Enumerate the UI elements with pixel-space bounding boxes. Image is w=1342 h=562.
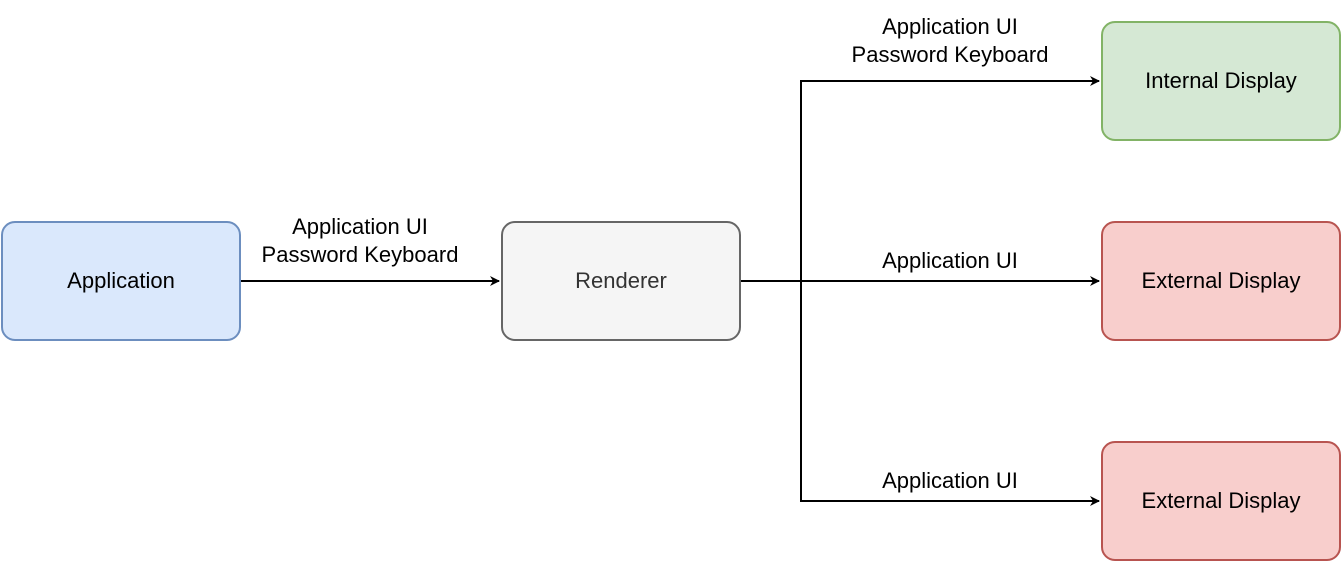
edge-label-app-to-renderer: Application UI Password Keyboard <box>262 213 459 269</box>
edge-label-line: Password Keyboard <box>851 42 1049 67</box>
edge-label-line: Application UI <box>882 248 1018 273</box>
node-external-display-2[interactable]: External Display <box>1101 441 1341 561</box>
node-renderer[interactable]: Renderer <box>501 221 741 341</box>
edge-label-line: Application UI <box>882 468 1018 493</box>
edge-label-line: Password Keyboard <box>261 242 459 267</box>
node-internal-display-label: Internal Display <box>1145 68 1297 93</box>
edge-renderer-to-external-2 <box>800 281 1100 506</box>
node-renderer-label: Renderer <box>575 268 667 293</box>
node-external-display-1[interactable]: External Display <box>1101 221 1341 341</box>
edge-label-renderer-to-external-1: Application UI <box>882 247 1018 275</box>
edge-label-line: Application UI <box>292 214 428 239</box>
node-application[interactable]: Application <box>1 221 241 341</box>
edge-label-renderer-to-external-2: Application UI <box>882 467 1018 495</box>
node-external-display-1-label: External Display <box>1141 268 1301 293</box>
node-external-display-2-label: External Display <box>1141 488 1301 513</box>
node-internal-display[interactable]: Internal Display <box>1101 21 1341 141</box>
edge-label-line: Application UI <box>882 14 1018 39</box>
node-application-label: Application <box>67 268 175 293</box>
edge-label-renderer-to-internal: Application UI Password Keyboard <box>852 13 1049 69</box>
